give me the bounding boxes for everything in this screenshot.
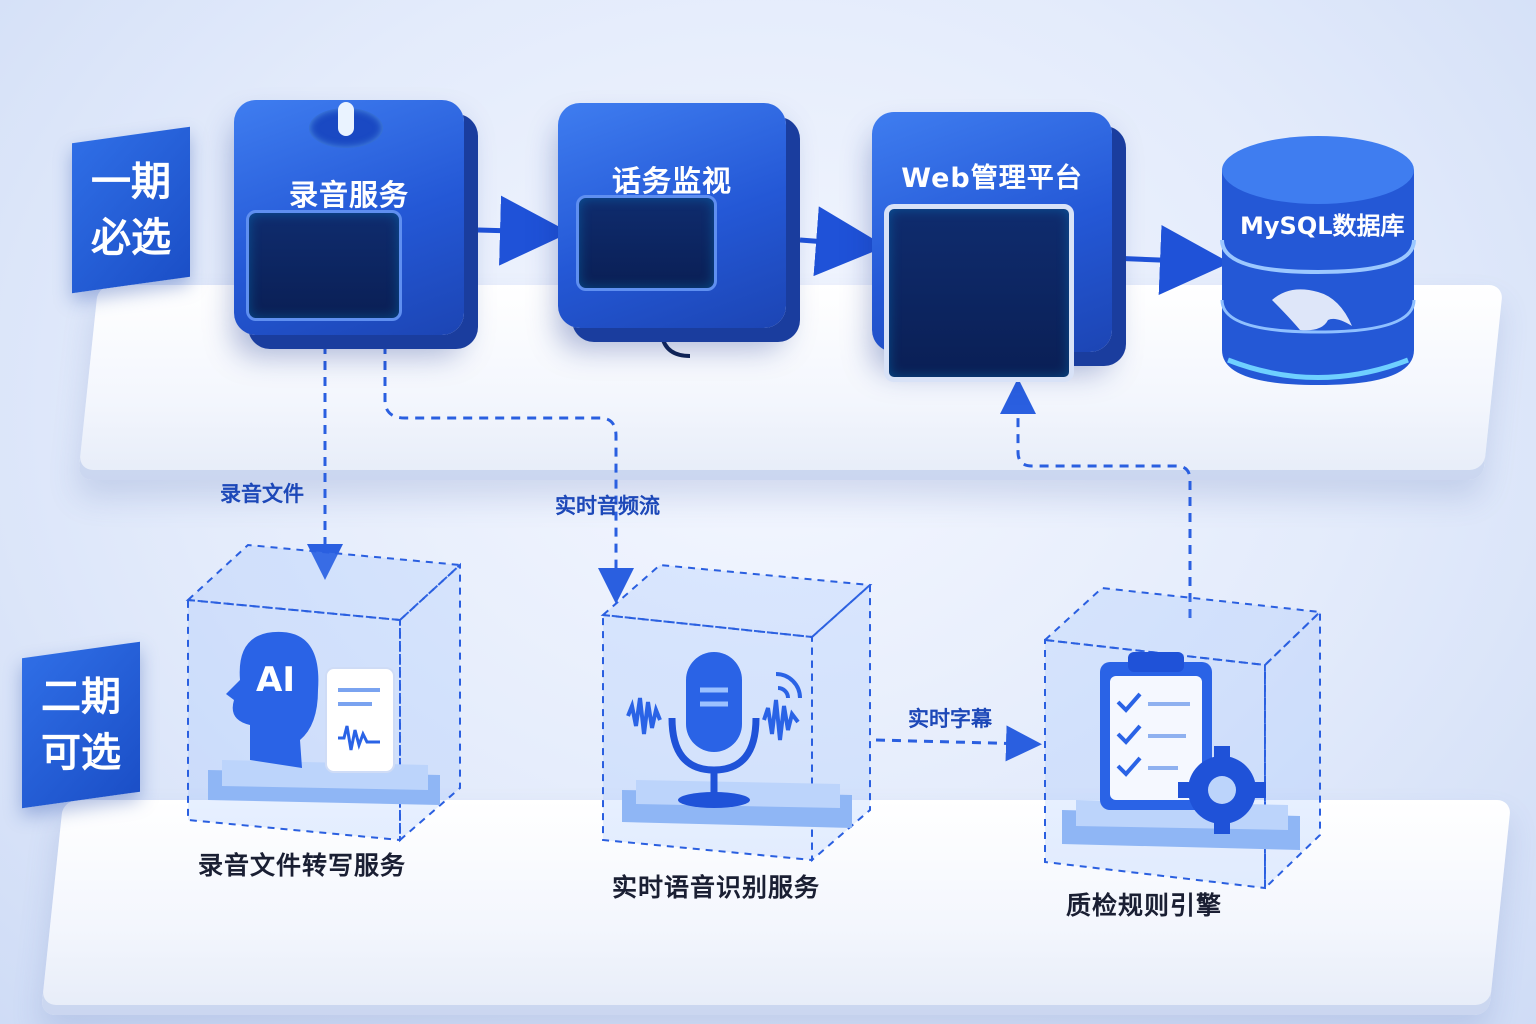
flow-label-realtime-subtitle: 实时字幕 xyxy=(908,707,992,731)
ai-badge-text: AI xyxy=(256,660,295,700)
monitor-screen xyxy=(576,195,717,291)
monitor-title: 话务监视 xyxy=(611,164,732,198)
web-tablet-screen xyxy=(884,204,1074,382)
dash-realtime-stream xyxy=(383,345,634,604)
microphone-badge-icon xyxy=(309,102,383,148)
recording-service-title: 录音服务 xyxy=(288,178,409,212)
transcribe-service-label: 录音文件转写服务 xyxy=(198,851,407,880)
recording-screen xyxy=(246,210,402,321)
flow-label-realtime-stream: 实时音频流 xyxy=(555,494,660,518)
microphone-icon xyxy=(626,652,802,808)
dash-qc-to-web xyxy=(1000,378,1192,618)
web-platform-title: Web管理平台 xyxy=(901,163,1083,194)
database-icon xyxy=(1220,136,1416,385)
db-title: MySQL数据库 xyxy=(1240,212,1405,240)
flow-label-recording-file: 录音文件 xyxy=(220,482,304,506)
arrow-monitor-to-web xyxy=(799,206,886,277)
recording-service-node: 录音服务 xyxy=(234,100,464,335)
qc-engine-label: 质检规则引擎 xyxy=(1066,891,1223,920)
web-platform-node: Web管理平台 xyxy=(872,112,1112,382)
ai-head-icon xyxy=(226,631,395,773)
monitor-node: 话务监视 xyxy=(558,103,786,328)
dash-realtime-subtitle xyxy=(875,725,1042,762)
asr-service-label: 实时语音识别服务 xyxy=(612,873,821,902)
clipboard-gear-icon xyxy=(1100,652,1266,834)
arrow-web-to-db xyxy=(1109,225,1230,295)
arrow-recording-to-monitor xyxy=(477,195,570,266)
